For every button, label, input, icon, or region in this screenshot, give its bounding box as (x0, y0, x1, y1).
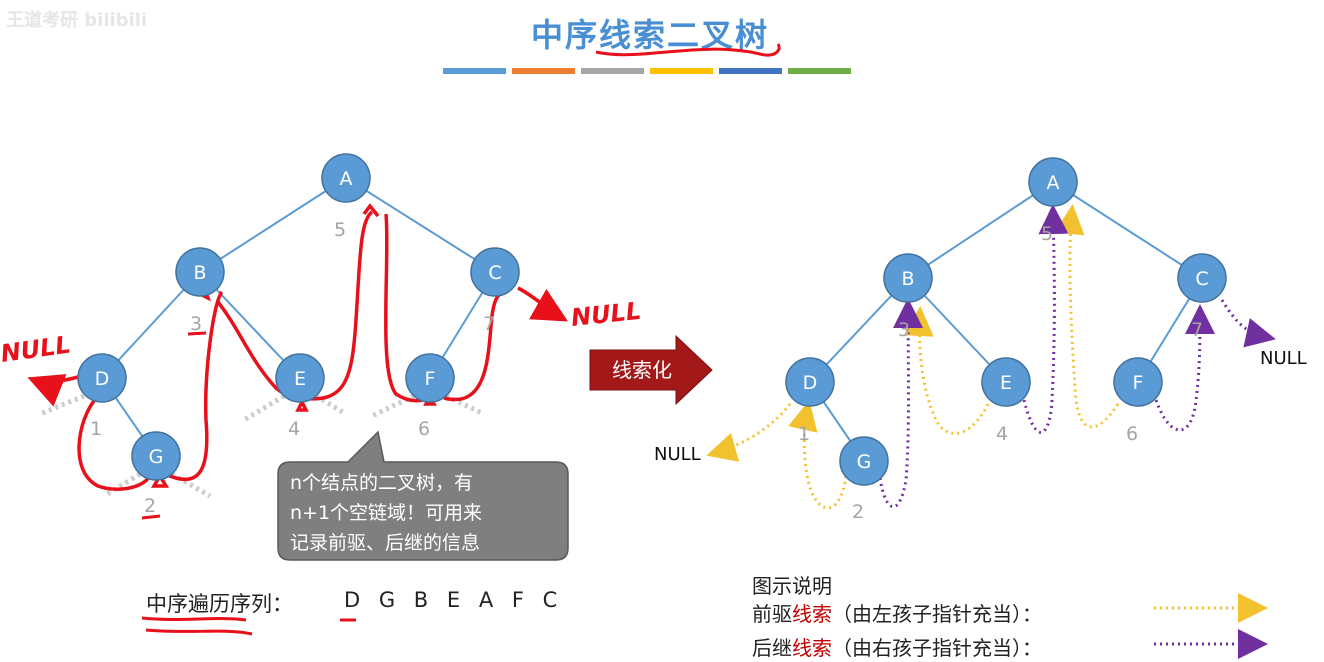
left-node-label: G (149, 446, 164, 468)
left-node-label: E (294, 368, 306, 390)
legend-succ-prefix: 后继 (752, 636, 792, 660)
right-node-label: C (1195, 268, 1208, 290)
watermark: 王道考研 bilibili (6, 10, 148, 31)
left-node-label: B (193, 262, 206, 284)
left-node-label: A (340, 168, 353, 190)
color-bar-segment-1 (443, 68, 506, 74)
callout-line: 记录前驱、后继的信息 (290, 532, 481, 554)
legend-succ-row: 后继线索（由右孩子指针充当）： (752, 632, 1042, 661)
left-null-label: NULL (570, 297, 643, 332)
left-order-number: 6 (418, 418, 430, 440)
sequence-underlines (141, 616, 356, 636)
left-node-labels: A B C D E F G (95, 168, 502, 468)
right-tree: A B C D E F G 1 2 3 4 5 6 7 NULL NULL (654, 157, 1307, 523)
left-null-label: NULL (0, 330, 72, 367)
left-order-number: 7 (483, 313, 495, 335)
left-red-underline-marks (141, 331, 207, 520)
thread-arrow-shape (589, 334, 713, 406)
left-order-number: 5 (334, 219, 346, 241)
right-order-number: 3 (898, 319, 910, 341)
left-order-number: 2 (144, 495, 156, 517)
right-null-label: NULL (654, 444, 701, 465)
right-order-number: 1 (798, 423, 810, 445)
sequence-label: 中序遍历序列： (146, 592, 293, 616)
left-tree: A B C D E F G 1 2 3 4 5 6 7 NULL NULL (0, 153, 643, 520)
right-null-labels: NULL NULL (654, 348, 1307, 465)
right-order-numbers: 1 2 3 4 5 6 7 (798, 223, 1203, 523)
color-bar-segment-5 (719, 68, 782, 74)
color-bar-segment-6 (788, 68, 851, 74)
right-node-label: D (803, 372, 818, 394)
right-node-label: G (857, 451, 872, 473)
right-node-label: E (1000, 372, 1012, 394)
sequence-value: D G B E A F C (344, 588, 564, 612)
right-order-number: 5 (1041, 223, 1053, 245)
left-nodes (77, 153, 520, 481)
legend-pred-red: 线索 (792, 602, 832, 626)
left-order-numbers: 1 2 3 4 5 6 7 (90, 219, 495, 517)
left-order-number: 3 (190, 313, 202, 335)
left-node-label: D (95, 368, 110, 390)
legend-pred-prefix: 前驱 (752, 602, 792, 626)
right-node-label: B (901, 268, 914, 290)
right-nodes (785, 157, 1227, 486)
left-red-threads (27, 203, 569, 491)
right-succ-threads (878, 204, 1276, 509)
right-node-labels: A B C D E F G (803, 172, 1209, 473)
right-node-label: F (1133, 372, 1144, 394)
color-bar-segment-3 (581, 68, 644, 74)
right-pred-threads (706, 204, 1120, 510)
color-bar (443, 68, 851, 76)
callout-bubble (277, 430, 569, 561)
right-order-number: 7 (1191, 319, 1203, 341)
thread-arrow-label: 线索化 (612, 358, 672, 382)
right-tree-edges (809, 181, 1203, 462)
left-order-number: 4 (288, 418, 300, 440)
left-node-label: C (488, 262, 501, 284)
legend-pred-suffix: （由左孩子指针充当）： (832, 602, 1042, 626)
right-order-number: 6 (1126, 423, 1138, 445)
legend-succ-suffix: （由右孩子指针充当）： (832, 636, 1042, 660)
right-order-number: 4 (996, 423, 1008, 445)
right-order-number: 2 (852, 501, 864, 523)
left-order-number: 1 (90, 418, 102, 440)
color-bar-segment-2 (512, 68, 575, 74)
legend-succ-red: 线索 (792, 636, 832, 660)
right-node-label: A (1047, 172, 1060, 194)
legend-pred-row: 前驱线索（由左孩子指针充当）： (752, 598, 1042, 627)
callout-line: n+1个空链域！可用来 (290, 502, 483, 524)
callout-text: n个结点的二叉树，有 n+1个空链域！可用来 记录前驱、后继的信息 (290, 468, 552, 558)
left-tree-edges (101, 177, 496, 457)
right-null-label: NULL (1260, 348, 1307, 369)
callout-line: n个结点的二叉树，有 (290, 472, 474, 494)
color-bar-segment-4 (650, 68, 713, 74)
page-title: 中序线索二叉树 (530, 16, 769, 54)
title-underline (595, 43, 781, 57)
legend-title: 图示说明 (752, 574, 832, 598)
left-node-label: F (425, 368, 436, 390)
